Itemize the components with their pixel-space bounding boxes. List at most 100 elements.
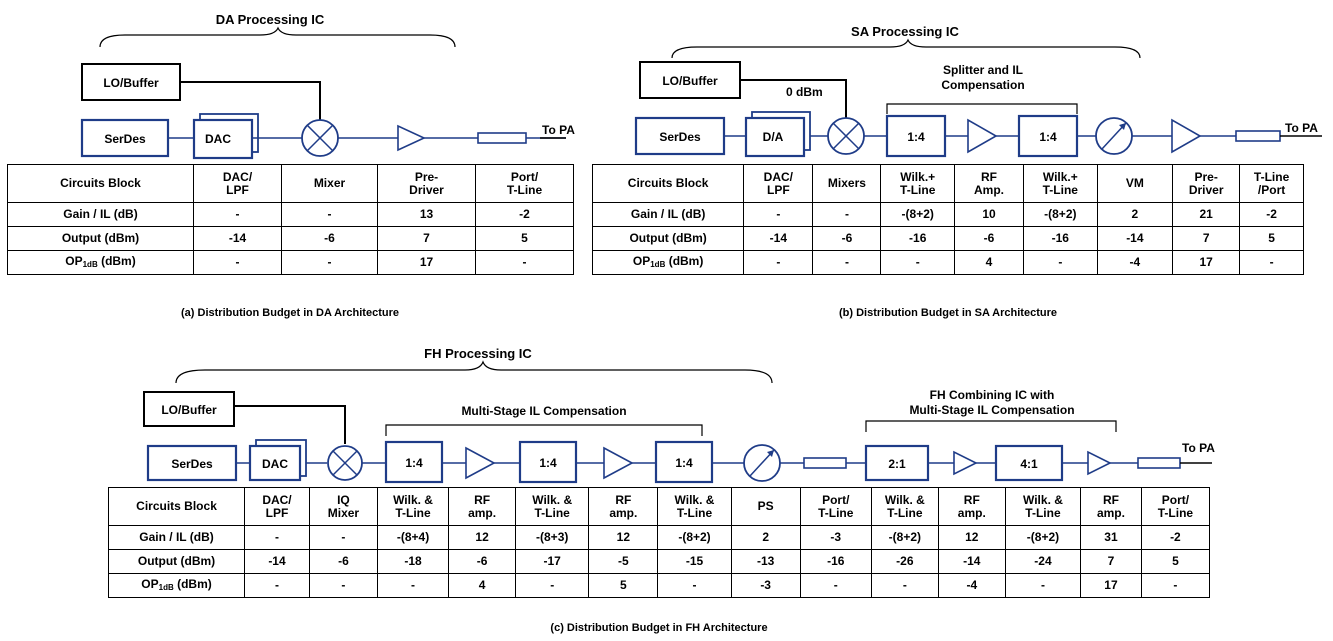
fh-combiner-1-label: 2:1 bbox=[888, 457, 906, 471]
table-cell: - bbox=[244, 573, 310, 598]
sa-splitter-bracket bbox=[886, 103, 1078, 114]
row-label-cell: Output (dBm) bbox=[107, 549, 246, 574]
table-cell: -24 bbox=[1004, 549, 1082, 574]
fh-brace bbox=[175, 360, 773, 384]
diagram-a: DA Processing IC LO/Buffer SerDes DAC To… bbox=[80, 12, 575, 160]
sa-splitter-label-2: Compensation bbox=[941, 78, 1024, 92]
table-cell: Pre-Driver bbox=[1172, 164, 1241, 203]
table-cell: -16 bbox=[1023, 226, 1098, 251]
table-row: Gain / IL (dB)--13-2 bbox=[7, 202, 574, 227]
sa-splitter-2-label: 1:4 bbox=[1039, 130, 1057, 144]
table-cell: Pre-Driver bbox=[377, 164, 476, 203]
table-cell: 12 bbox=[448, 525, 517, 550]
sa-splitter-2-box bbox=[1017, 114, 1079, 158]
da-tline-icon bbox=[477, 132, 527, 144]
da-serdes-label: SerDes bbox=[104, 132, 146, 146]
table-cell: DAC/LPF bbox=[193, 164, 282, 203]
table-cell: -6 bbox=[308, 549, 378, 574]
fh-tline-2-icon bbox=[1137, 457, 1181, 469]
table-cell: Wilk. &T-Line bbox=[1004, 487, 1082, 526]
table-cell: - bbox=[281, 202, 378, 227]
row-label-cell: Gain / IL (dB) bbox=[7, 202, 194, 227]
table-cell: - bbox=[244, 525, 310, 550]
fh-rf-amp-2-icon bbox=[603, 446, 634, 480]
fh-rf-amp-3-icon bbox=[953, 450, 978, 476]
sa-predriver-icon bbox=[1171, 118, 1202, 154]
table-cell: Wilk. &T-Line bbox=[870, 487, 939, 526]
fh-combining-bracket bbox=[865, 420, 1117, 432]
table-cell: DAC/LPF bbox=[244, 487, 310, 526]
fh-combining-label-1: FH Combining IC with bbox=[930, 388, 1055, 402]
fh-splitter-1-box bbox=[384, 440, 444, 484]
fh-multistage-label: Multi-Stage IL Compensation bbox=[461, 404, 626, 418]
fh-splitter-2-box bbox=[518, 440, 578, 484]
sa-lo-buffer-box bbox=[639, 61, 741, 99]
table-cell: -17 bbox=[515, 549, 590, 574]
table-cell: 7 bbox=[1172, 226, 1241, 251]
table-cell: 7 bbox=[1080, 549, 1142, 574]
table-row: Output (dBm)-14-6-18-6-17-5-15-13-16-26-… bbox=[107, 549, 1211, 574]
table-cell: - bbox=[475, 250, 574, 275]
table-cell: - bbox=[1023, 250, 1098, 275]
da-dac-box bbox=[192, 118, 254, 160]
table-cell: - bbox=[812, 202, 882, 227]
sa-da-label: D/A bbox=[763, 130, 784, 144]
table-cell: -26 bbox=[870, 549, 939, 574]
fh-title: FH Processing IC bbox=[424, 346, 532, 361]
table-cell: Wilk. &T-Line bbox=[515, 487, 590, 526]
table-row: Gain / IL (dB)---(8+4)12-(8+3)12-(8+2)2-… bbox=[107, 525, 1211, 550]
sa-tline-icon bbox=[1235, 130, 1281, 142]
row-label-cell: Circuits Block bbox=[107, 487, 246, 526]
row-label-cell: Output (dBm) bbox=[591, 226, 745, 251]
table-cell: -6 bbox=[953, 226, 1025, 251]
table-cell: -14 bbox=[244, 549, 310, 574]
table-cell: - bbox=[1004, 573, 1082, 598]
fh-combiner-2-label: 4:1 bbox=[1020, 457, 1038, 471]
table-cell: -2 bbox=[1239, 202, 1304, 227]
table-cell: 5 bbox=[475, 226, 574, 251]
table-cell: - bbox=[1140, 573, 1211, 598]
table-cell: - bbox=[281, 250, 378, 275]
da-to-pa: To PA bbox=[542, 123, 575, 137]
row-label-cell: Circuits Block bbox=[7, 164, 194, 203]
row-label-cell: Gain / IL (dB) bbox=[591, 202, 745, 227]
fh-dac-box bbox=[248, 444, 302, 482]
table-cell: 21 bbox=[1172, 202, 1241, 227]
table-cell: - bbox=[743, 250, 814, 275]
sa-lo-power: 0 dBm bbox=[786, 85, 823, 99]
fh-lo-buffer-box bbox=[143, 391, 235, 427]
table-cell: Port/T-Line bbox=[799, 487, 872, 526]
fh-serdes-box bbox=[146, 444, 238, 482]
table-cell: -3 bbox=[799, 525, 872, 550]
diagram-c: FH Processing IC LO/Buffer Multi-Stage I… bbox=[143, 346, 1215, 484]
sa-brace bbox=[671, 38, 1141, 59]
fh-splitter-2-label: 1:4 bbox=[539, 456, 557, 470]
table-cell: Wilk.+T-Line bbox=[880, 164, 955, 203]
table-cell: - bbox=[376, 573, 450, 598]
table-cell: -2 bbox=[475, 202, 574, 227]
row-label-cell: OP1dB (dBm) bbox=[7, 250, 194, 275]
fh-to-pa: To PA bbox=[1182, 441, 1215, 455]
da-lo-line bbox=[180, 81, 321, 120]
fh-combiner-1-box bbox=[864, 444, 930, 482]
table-cell: 17 bbox=[1080, 573, 1142, 598]
table-cell: -(8+2) bbox=[657, 525, 732, 550]
sa-rf-amp-icon bbox=[967, 118, 998, 154]
table-cell: T-Line/Port bbox=[1239, 164, 1304, 203]
table-cell: -6 bbox=[812, 226, 882, 251]
table-cell: -5 bbox=[588, 549, 659, 574]
row-label-cell: Output (dBm) bbox=[7, 226, 194, 251]
table-row: OP1dB (dBm)--17- bbox=[7, 250, 574, 275]
table-cell: Port/T-Line bbox=[475, 164, 574, 203]
table-cell: PS bbox=[730, 487, 801, 526]
table-cell: -6 bbox=[448, 549, 517, 574]
table-cell: - bbox=[1239, 250, 1304, 275]
